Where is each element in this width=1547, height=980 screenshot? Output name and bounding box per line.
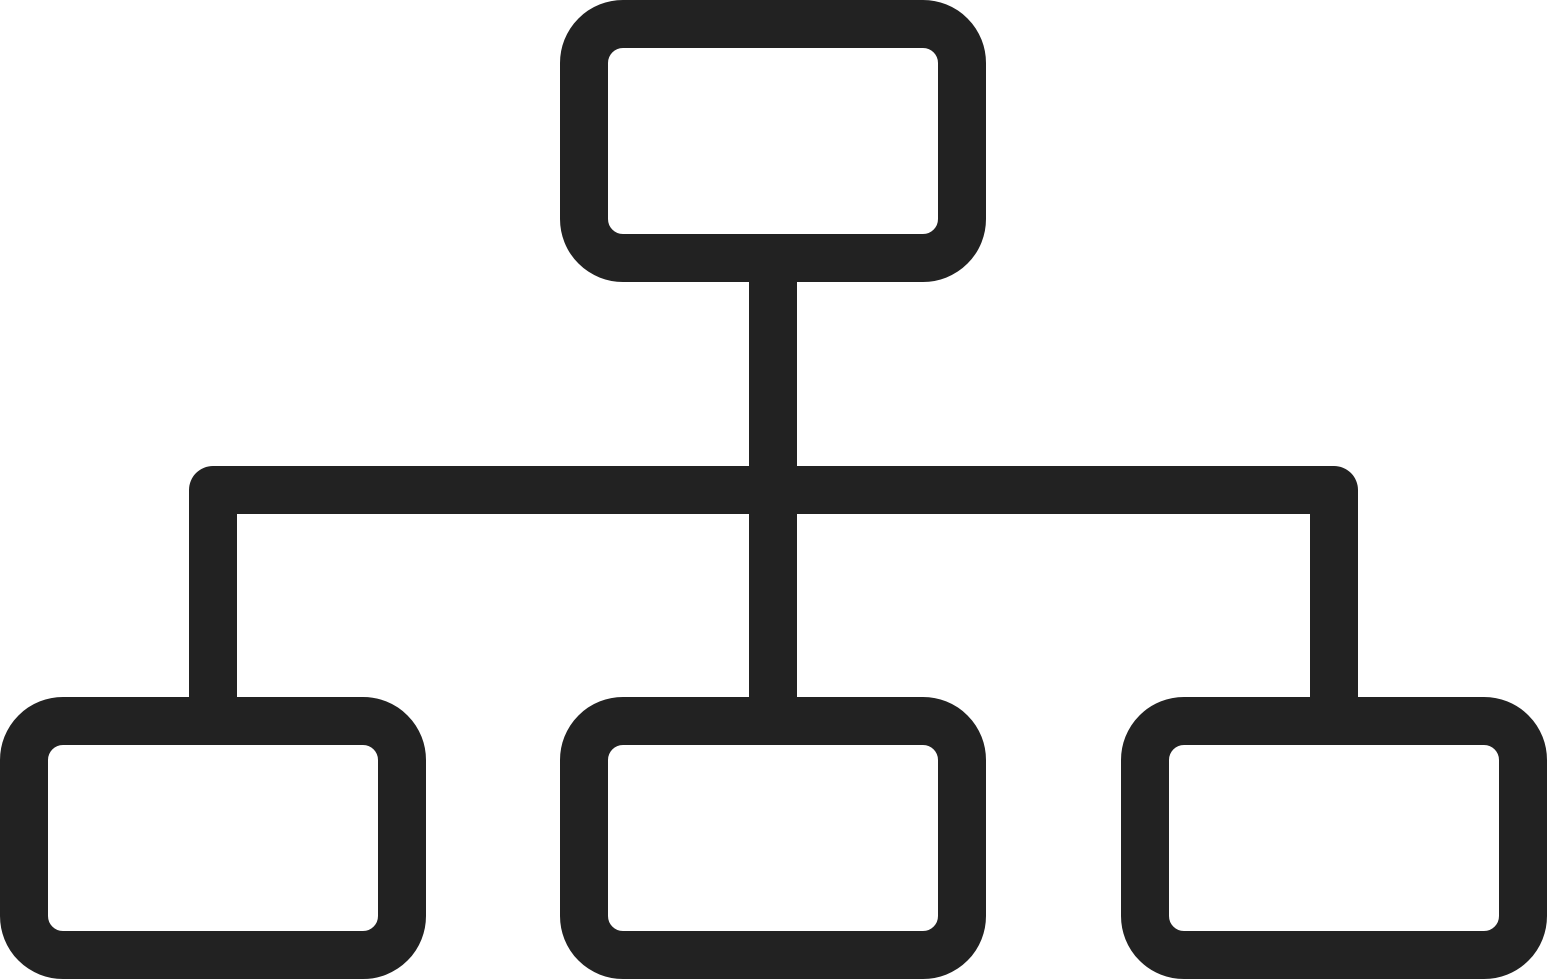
connector-group: [189, 258, 1358, 721]
child-node: [1121, 697, 1547, 979]
child-node: [560, 697, 986, 979]
root-node: [560, 0, 986, 282]
child-node: [0, 697, 426, 979]
